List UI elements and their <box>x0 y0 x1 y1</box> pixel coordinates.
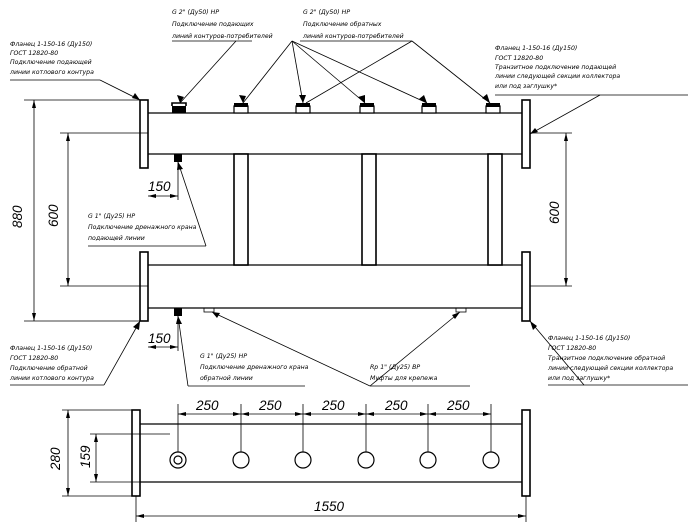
note-left-bottom-flange: Фланец 1-150-16 (Ду150) ГОСТ 12820-80 По… <box>9 345 94 382</box>
dim-pitch-2: 250 <box>258 398 282 413</box>
leaders-drain <box>88 161 470 387</box>
leaders-top <box>172 40 491 104</box>
supply-header-pipe <box>148 112 522 155</box>
connecting-pipes <box>233 153 503 266</box>
note-right-top-flange: Фланец 1-150-16 (Ду150) ГОСТ 12820-80 Тр… <box>494 45 622 90</box>
dim-drain-offset-top: 150 <box>148 179 171 194</box>
leaders-flanges <box>10 79 688 386</box>
mount-coupling-left <box>203 307 215 313</box>
left-top-flange <box>139 99 149 169</box>
dim-overall-height: 880 <box>10 205 25 228</box>
note-drain-return: G 1" (Ду25) НР Подключение дренажного кр… <box>200 353 310 382</box>
dim-left-spacing: 600 <box>46 204 61 227</box>
note-top-supply: G 2" (Ду50) НР Подключение подающих лини… <box>171 9 273 40</box>
drain-return-nozzle <box>174 308 182 316</box>
dim-lines-front <box>24 99 572 351</box>
leader-arrows-top <box>177 94 490 103</box>
drain-supply-nozzle <box>174 154 182 162</box>
return-header-pipe <box>148 264 522 309</box>
left-bottom-flange <box>139 251 149 322</box>
plan-view <box>131 409 531 497</box>
note-mount-couplings: Rp 1" (Ду25) ВР Муфты для крепежа <box>370 364 438 382</box>
right-top-flange <box>521 99 531 169</box>
dim-pitch-3: 250 <box>321 398 345 413</box>
note-left-top-flange: Фланец 1-150-16 (Ду150) ГОСТ 12820-80 По… <box>9 41 94 76</box>
note-right-bottom-flange: Фланец 1-150-16 (Ду150) ГОСТ 12820-80 Тр… <box>547 335 675 382</box>
dim-pitch-4: 250 <box>384 398 408 413</box>
top-nozzles <box>171 102 501 114</box>
dim-overall-length: 1550 <box>314 499 345 514</box>
dim-pitch-1: 250 <box>195 398 219 413</box>
dim-inner-height: 159 <box>78 445 93 468</box>
note-drain-supply: G 1" (Ду25) НР Подключение дренажного кр… <box>88 213 198 242</box>
dim-right-spacing: 600 <box>547 201 562 224</box>
note-top-return: G 2" (Ду50) НР Подключение обратных лини… <box>302 9 404 40</box>
dim-pitch-5: 250 <box>446 398 470 413</box>
dim-lines-plan <box>62 404 527 522</box>
dim-drain-offset-bottom: 150 <box>148 331 171 346</box>
right-bottom-flange <box>521 251 531 322</box>
mount-coupling-right <box>455 307 467 313</box>
dim-section-height: 280 <box>48 447 63 471</box>
